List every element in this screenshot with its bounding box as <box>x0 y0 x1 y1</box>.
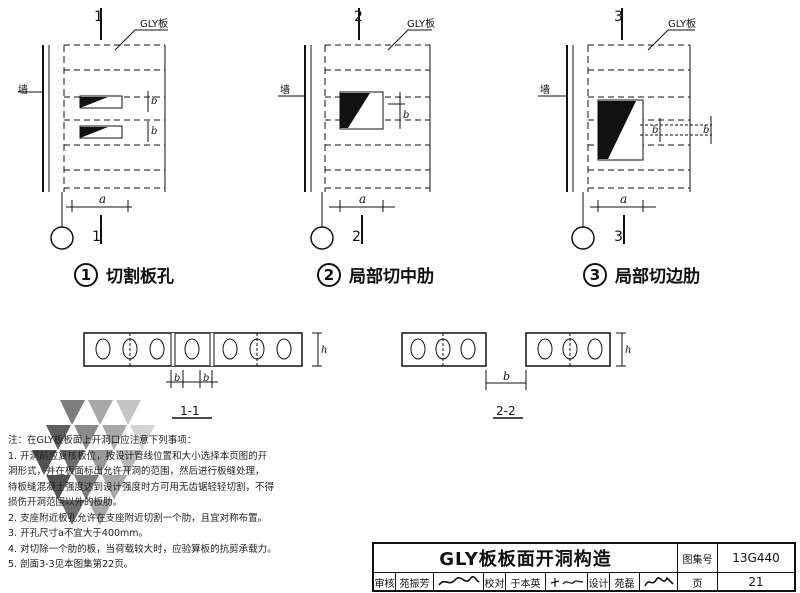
reviewer-signature-mark <box>437 575 480 586</box>
dim-b-3a: b <box>652 125 658 136</box>
figure-3-number: 3 <box>583 262 607 287</box>
figure-2-caption: 2 局部切中肋 <box>317 262 434 287</box>
dim-b-1b: b <box>151 126 157 137</box>
dim-a-2: a <box>359 192 366 206</box>
note-line: 待板缝混凝土强度达到设计强度时方可用无齿锯轻轻切割，不得 <box>8 481 275 493</box>
dim-a-3: a <box>620 192 627 206</box>
dim-b-1a: b <box>151 96 157 107</box>
drawing-title: GLY板板面开洞构造 <box>374 544 678 572</box>
figure-3-caption: 3 局部切边肋 <box>583 262 700 287</box>
reviewer-signature <box>434 572 484 592</box>
note-line: 4. 对切除一个肋的板，当荷载较大时，应验算板的抗剪承载力。 <box>8 543 277 555</box>
note-line: 5. 剖面3-3见本图集第22页。 <box>8 559 134 570</box>
figure-1-title: 切割板孔 <box>106 267 174 287</box>
design-label: 设计 <box>588 572 610 592</box>
note-line: 注：在GLY板板面上开洞口应注意下列事项： <box>8 435 197 446</box>
designer-name: 苑磊 <box>610 572 640 592</box>
figure-2-title: 局部切中肋 <box>349 267 434 287</box>
section-mark-3-top: 3 <box>614 9 623 25</box>
page-number: 21 <box>748 575 764 589</box>
note-line: 损伤开洞范围以外的板肋。 <box>8 497 123 508</box>
title-block-row-2: 审核 苑振芳 校对 于本英 设计 苑磊 页 21 <box>374 572 794 592</box>
section-1-1-dim-h: h <box>321 345 327 356</box>
wall-label-2: 墙 <box>280 83 290 96</box>
figure-3-title: 局部切边肋 <box>615 267 700 287</box>
figure-2-number: 2 <box>317 262 341 287</box>
checker-signature <box>546 572 588 592</box>
check-label: 校对 <box>484 572 506 592</box>
section-2-2-label: 2-2 <box>496 404 516 418</box>
page-label: 页 <box>678 572 718 592</box>
section-1-1-dim-b-left: b <box>174 373 180 384</box>
section-mark-3-bottom: 3 <box>614 229 623 245</box>
figure-2-plan <box>278 8 432 250</box>
figure-1-number: 1 <box>74 262 98 287</box>
section-mark-1-bottom: 1 <box>92 229 101 245</box>
title-block-row-1: GLY板板面开洞构造 图集号 13G440 <box>374 544 794 573</box>
designer-signature-mark <box>643 576 674 587</box>
reviewer-name: 苑振芳 <box>396 572 434 592</box>
dim-b-3b: b <box>703 125 709 136</box>
note-line: 洞形式，并在板面标出允许开洞的范围，然后进行板缝处理， <box>8 466 265 477</box>
designer-signature <box>640 572 678 592</box>
title-block: GLY板板面开洞构造 图集号 13G440 审核 苑振芳 校对 于本英 设计 苑… <box>372 542 796 592</box>
section-1-1-dim-b-right: b <box>203 373 209 384</box>
watermark-triangles <box>32 400 155 525</box>
checker-signature-mark <box>550 578 583 587</box>
section-2-2-drawing <box>401 332 626 419</box>
section-mark-2-top: 2 <box>354 9 363 25</box>
note-line: 1. 开洞前应复核板位，按设计管线位置和大小选择本页图的开 <box>8 450 268 462</box>
dim-a-1: a <box>99 192 106 206</box>
section-2-2-dim-h: h <box>625 345 631 356</box>
figure-3-plan <box>538 8 712 250</box>
wall-label-3: 墙 <box>540 83 550 96</box>
atlas-number: 13G440 <box>732 551 780 565</box>
section-mark-1-top: 1 <box>94 9 103 25</box>
section-mark-2-bottom: 2 <box>352 229 361 245</box>
checker-name: 于本英 <box>506 572 546 592</box>
panel-label-2: GLY板 <box>407 17 435 30</box>
note-line: 2. 支座附近板孔允许在支座附近切割一个肋，且宜对称布置。 <box>8 512 268 524</box>
notes-block: 注：在GLY板板面上开洞口应注意下列事项： 1. 开洞前应复核板位，按设计管线位… <box>8 433 378 573</box>
note-line: 3. 开孔尺寸a不宜大于400mm。 <box>8 528 149 539</box>
panel-label-1: GLY板 <box>140 17 168 30</box>
panel-label-3: GLY板 <box>668 17 696 30</box>
section-1-1-drawing <box>83 332 322 419</box>
dim-b-2: b <box>403 110 409 121</box>
figure-1-plan <box>18 8 168 250</box>
section-2-2-dim-b: b <box>503 370 510 383</box>
wall-label-1: 墙 <box>18 83 28 96</box>
figure-1-caption: 1 切割板孔 <box>74 262 174 287</box>
section-1-1-label: 1-1 <box>180 404 200 418</box>
review-label: 审核 <box>374 572 396 592</box>
atlas-label: 图集号 <box>678 544 718 572</box>
